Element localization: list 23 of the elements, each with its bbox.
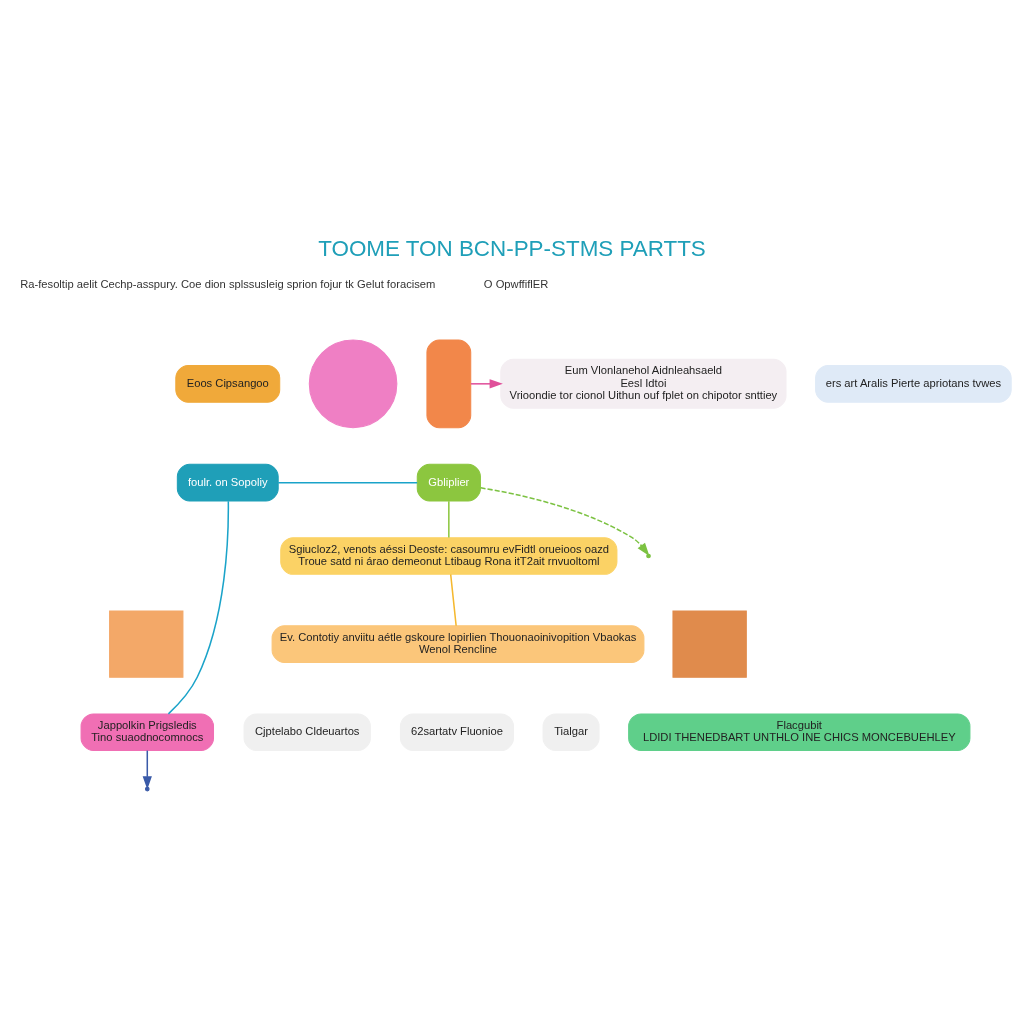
connector: [277, 481, 418, 483]
node-circle: [308, 339, 398, 428]
node-box: [672, 610, 747, 678]
arrow: [470, 378, 503, 388]
arrow: [142, 749, 152, 789]
connector: [448, 500, 450, 538]
arrow: [479, 486, 650, 556]
node-box: [109, 610, 184, 678]
label: O OpwffiflER: [483, 277, 549, 290]
node-box: Gbliplier: [416, 463, 481, 501]
node-box: Eoos Cipsangoo: [175, 364, 281, 403]
node-box: Sgiucloz2, venots aéssi Deoste: casoumru evFidtl orueioos oazd Troue satd ni árao demeonut Ltibaug Rona itT2ait rnvuoltoml: [280, 536, 618, 575]
label: Ra-fesoltip aelit Cechp-asspury. Coe dion splssusleig sprion fojur tk Gelut foracisem: [20, 277, 436, 290]
node-box: foulr. on Sopoliy: [176, 463, 279, 501]
node-box: Jappolkin Prigsledis Tino suaodnocomnocs: [80, 712, 214, 751]
diagram-title: TOOME TON BCN-PP-STMS PARTTS: [318, 235, 706, 261]
node-box: Eum Vlonlanehol Aidnleahsaeld Eesl Idtoi Vrioondie tor cionol Uithun ouf fplet on chipotor snttiey: [500, 358, 787, 409]
node-box: [426, 339, 472, 428]
node-box: Flacgubit LDIDI THENEDBART UNTHLO INE CHICS MONCEBUEHLEY: [628, 712, 971, 751]
connector: [449, 573, 457, 626]
connector: [167, 499, 230, 715]
node-box: Ev. Contotiy anviitu aétle gskoure lopirlien Thouonaoinivopition Vbaokas Wenol Rencline: [271, 624, 645, 663]
node-box: ers art Aralis Pierte apriotans tvwes: [815, 364, 1012, 403]
